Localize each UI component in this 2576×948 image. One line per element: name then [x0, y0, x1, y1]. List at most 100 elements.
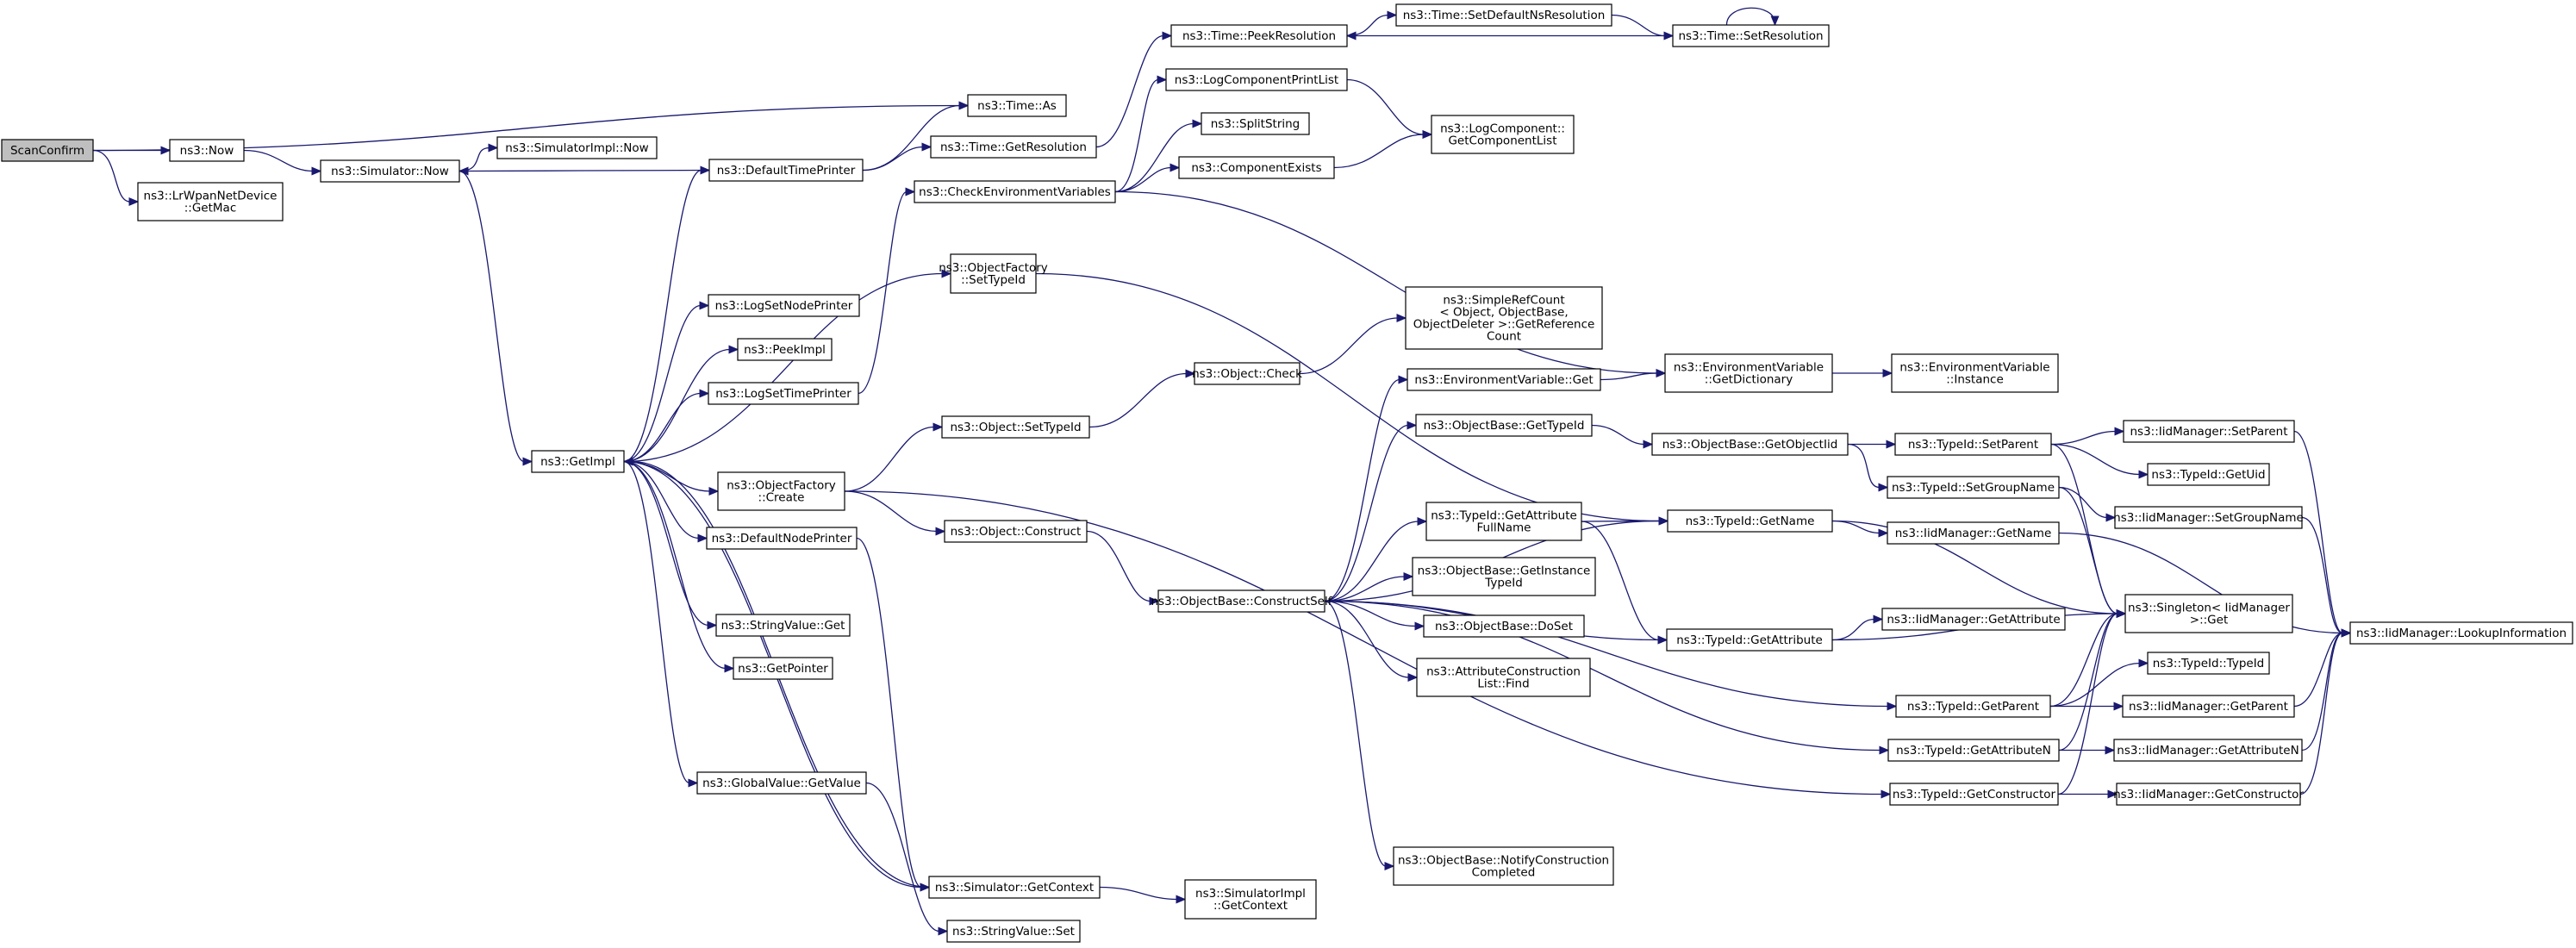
node-label: ::Create — [758, 491, 805, 505]
node-iidmgr-getattribute[interactable]: ns3::IidManager::GetAttribute — [1881, 608, 2066, 631]
node-iidmgr-lookupinfo[interactable]: ns3::IidManager::LookupInformation — [2349, 621, 2573, 645]
node-typeid-getuid[interactable]: ns3::TypeId::GetUid — [2147, 463, 2270, 486]
node-iidmgr-getattributen[interactable]: ns3::IidManager::GetAttributeN — [2113, 739, 2303, 762]
call-edge — [844, 490, 946, 536]
call-edge — [1099, 886, 1187, 904]
call-edge — [1831, 520, 1889, 538]
node-objbase-notifyconstruction[interactable]: ns3::ObjectBase::NotifyConstructionCompl… — [1393, 846, 1614, 886]
node-label: ns3::Object::SetTypeId — [950, 421, 1081, 434]
node-log-comp-printlist[interactable]: ns3::LogComponentPrintList — [1165, 68, 1348, 91]
node-time-setres[interactable]: ns3::Time::SetResolution — [1672, 24, 1830, 47]
node-default-node-printer[interactable]: ns3::DefaultNodePrinter — [706, 527, 858, 550]
node-label: ns3::ObjectBase::GetObjectIid — [1662, 438, 1838, 452]
node-typeid-getparent[interactable]: ns3::TypeId::GetParent — [1895, 695, 2051, 718]
node-envvar-instance[interactable]: ns3::EnvironmentVariable::Instance — [1891, 353, 2059, 393]
node-typeid-setgroupname[interactable]: ns3::TypeId::SetGroupName — [1887, 476, 2060, 499]
node-log-set-time-printer[interactable]: ns3::LogSetTimePrinter — [708, 382, 859, 405]
node-typeid-getattributen[interactable]: ns3::TypeId::GetAttributeN — [1887, 739, 2060, 762]
node-stringvalue-set[interactable]: ns3::StringValue::Set — [946, 920, 1081, 943]
node-label: ns3::IidManager::GetConstructor — [2113, 788, 2304, 801]
node-stringvalue-get[interactable]: ns3::StringValue::Get — [715, 614, 851, 637]
call-edge — [623, 460, 720, 496]
call-edge — [2301, 628, 2352, 752]
node-label: ns3::Simulator::Now — [331, 165, 449, 178]
call-edge — [623, 269, 952, 463]
node-label: ::SetTypeId — [961, 273, 1026, 287]
node-iidmgr-getparent[interactable]: ns3::IidManager::GetParent — [2122, 695, 2295, 718]
node-lrwpan-getmac[interactable]: ns3::LrWpanNetDevice::GetMac — [137, 182, 284, 221]
node-get-impl[interactable]: ns3::GetImpl — [531, 450, 625, 473]
node-typeid-getattribute[interactable]: ns3::TypeId::GetAttribute — [1666, 628, 1833, 652]
node-label: ns3::Singleton< IidManager — [2128, 602, 2290, 615]
node-object-construct[interactable]: ns3::Object::Construct — [944, 520, 1088, 543]
node-label: ns3::IidManager::SetParent — [2130, 425, 2288, 439]
node-iidmgr-setparent[interactable]: ns3::IidManager::SetParent — [2123, 420, 2295, 443]
node-label: ns3::LogComponent:: — [1440, 122, 1565, 136]
call-edge — [93, 146, 172, 155]
node-simple-refcount[interactable]: ns3::SimpleRefCount< Object, ObjectBase,… — [1405, 286, 1603, 350]
node-label: ::GetContext — [1213, 899, 1288, 913]
node-time-as[interactable]: ns3::Time::As — [967, 94, 1067, 117]
node-now[interactable]: ns3::Now — [169, 139, 245, 162]
node-label: ns3::SimpleRefCount — [1443, 294, 1564, 308]
node-scan-confirm[interactable]: ScanConfirm — [1, 139, 94, 162]
node-object-check[interactable]: ns3::Object::Check — [1192, 362, 1302, 385]
node-log-set-node-printer[interactable]: ns3::LogSetNodePrinter — [708, 294, 860, 317]
node-simimpl-now[interactable]: ns3::SimulatorImpl::Now — [496, 136, 658, 159]
node-typeid-getname[interactable]: ns3::TypeId::GetName — [1667, 509, 1833, 533]
node-globalvalue-getvalue[interactable]: ns3::GlobalValue::GetValue — [696, 771, 867, 795]
node-singleton-get[interactable]: ns3::Singleton< IidManager>::Get — [2124, 594, 2293, 633]
node-split-string[interactable]: ns3::SplitString — [1201, 112, 1310, 135]
node-time-setdefnsres[interactable]: ns3::Time::SetDefaultNsResolution — [1395, 3, 1612, 27]
node-objfactory-create[interactable]: ns3::ObjectFactory::Create — [717, 471, 845, 511]
call-edge — [2050, 702, 2124, 711]
node-objfactory-settypeid[interactable]: ns3::ObjectFactory::SetTypeId — [939, 253, 1048, 294]
call-edge — [2050, 443, 2149, 479]
call-edge — [1324, 600, 1890, 755]
node-typeid-typeid[interactable]: ns3::TypeId::TypeId — [2147, 652, 2270, 675]
call-edge — [1345, 31, 1673, 41]
call-edge — [623, 460, 718, 630]
node-label: ns3::CheckEnvironmentVariables — [919, 185, 1111, 199]
node-simimpl-getcontext[interactable]: ns3::SimulatorImpl::GetContext — [1184, 879, 1317, 920]
node-label: ns3::GetPointer — [738, 662, 828, 676]
node-default-time-printer[interactable]: ns3::DefaultTimePrinter — [708, 159, 864, 182]
node-get-pointer[interactable]: ns3::GetPointer — [733, 657, 833, 680]
node-objbase-gettypeid[interactable]: ns3::ObjectBase::GetTypeId — [1415, 414, 1593, 437]
call-edge — [2058, 609, 2127, 752]
node-peek-impl[interactable]: ns3::PeekImpl — [737, 338, 833, 361]
node-objbase-constructself[interactable]: ns3::ObjectBase::ConstructSelf — [1151, 589, 1333, 613]
node-sim-now[interactable]: ns3::Simulator::Now — [320, 159, 460, 183]
node-objbase-doset[interactable]: ns3::ObjectBase::DoSet — [1423, 614, 1585, 638]
node-iidmgr-getconstructor[interactable]: ns3::IidManager::GetConstructor — [2113, 783, 2304, 806]
node-iidmgr-getname[interactable]: ns3::IidManager::GetName — [1887, 521, 2060, 545]
call-edge — [862, 142, 932, 172]
call-edge — [1848, 440, 1897, 449]
call-edge — [2049, 658, 2149, 708]
call-edge — [1086, 530, 1160, 606]
node-objbase-getobjectiid[interactable]: ns3::ObjectBase::GetObjectIid — [1651, 433, 1849, 456]
call-edge — [2299, 628, 2352, 795]
node-sim-getcontext[interactable]: ns3::Simulator::GetContext — [928, 876, 1101, 899]
node-log-comp-getlist[interactable]: ns3::LogComponent::GetComponentList — [1431, 115, 1575, 154]
node-iidmgr-setgroupname[interactable]: ns3::IidManager::SetGroupName — [2113, 506, 2304, 529]
node-time-peekres[interactable]: ns3::Time::PeekResolution — [1170, 24, 1348, 47]
node-time-getres[interactable]: ns3::Time::GetResolution — [930, 135, 1097, 159]
node-typeid-getconstructor[interactable]: ns3::TypeId::GetConstructor — [1889, 783, 2059, 806]
node-component-exists[interactable]: ns3::ComponentExists — [1178, 156, 1335, 179]
node-object-settypeid[interactable]: ns3::Object::SetTypeId — [941, 415, 1090, 439]
node-label: ns3::Time::SetResolution — [1678, 29, 1823, 43]
node-envvar-getdict[interactable]: ns3::EnvironmentVariable::GetDictionary — [1664, 353, 1833, 393]
node-label: ns3::EnvironmentVariable — [1899, 361, 2049, 375]
node-label: ns3::Now — [180, 144, 234, 158]
call-edge — [865, 782, 949, 936]
node-envvar-get[interactable]: ns3::EnvironmentVariable::Get — [1407, 368, 1601, 391]
node-typeid-setparent[interactable]: ns3::TypeId::SetParent — [1894, 433, 2052, 456]
node-check-env-vars[interactable]: ns3::CheckEnvironmentVariables — [914, 180, 1116, 203]
call-edge — [2293, 628, 2352, 708]
call-edge — [1324, 600, 1395, 870]
call-edge — [1847, 443, 1889, 492]
